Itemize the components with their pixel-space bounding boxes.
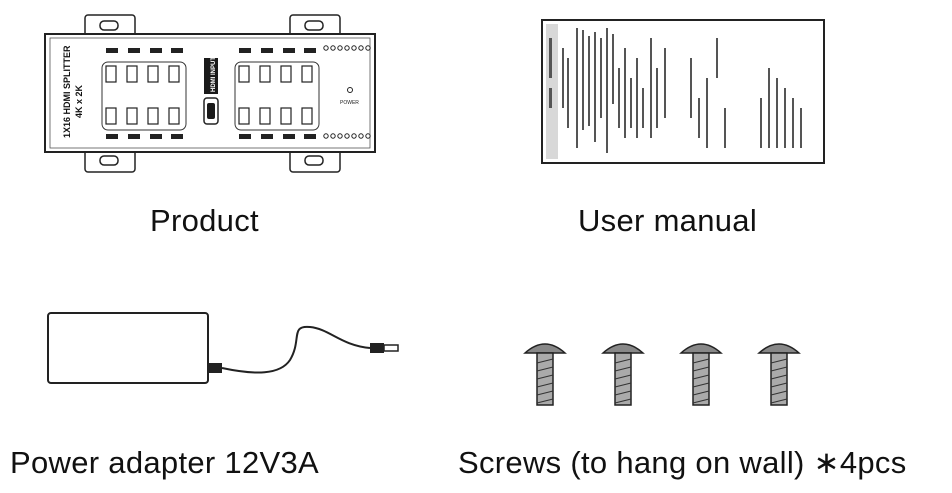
screw-icon — [680, 343, 722, 406]
manual-item — [540, 18, 830, 168]
product-item: 1X16 HDMI SPLITTER 4K x 2K HDMI INPUT — [40, 10, 380, 175]
adapter-caption: Power adapter 12V3A — [10, 445, 320, 480]
screw-icon — [523, 343, 567, 406]
power-label: POWER — [340, 100, 359, 106]
input-label: HDMI INPUT — [211, 57, 217, 92]
product-subtitle-text: 4K x 2K — [74, 84, 84, 118]
screw-icon — [758, 343, 800, 406]
manual-illustration — [541, 19, 825, 164]
screw-icon — [602, 343, 644, 406]
splitter-illustration: 1X16 HDMI SPLITTER 4K x 2K HDMI INPUT — [44, 14, 376, 173]
power-adapter-illustration — [47, 312, 399, 384]
screws-illustration — [523, 343, 800, 406]
product-caption: Product — [150, 203, 259, 238]
product-title-text: 1X16 HDMI SPLITTER — [62, 45, 72, 138]
adapter-item — [40, 305, 410, 395]
screws-item — [520, 335, 820, 410]
manual-caption: User manual — [578, 203, 758, 238]
screws-caption: Screws (to hang on wall) ∗4pcs — [458, 445, 907, 480]
